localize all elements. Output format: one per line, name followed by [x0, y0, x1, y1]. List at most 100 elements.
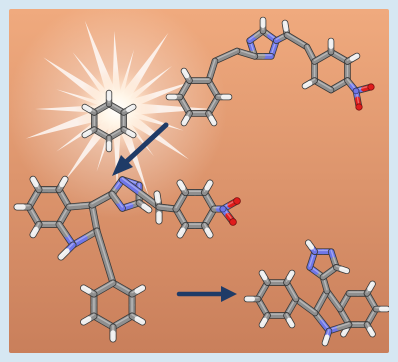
indole-product-molecule: [13, 175, 241, 343]
bond: [181, 115, 190, 126]
bond-highlight: [131, 285, 144, 294]
bond: [282, 20, 289, 32]
bond-highlight: [131, 313, 144, 322]
bond: [367, 326, 375, 337]
bond-highlight: [32, 222, 40, 235]
bond: [109, 191, 120, 204]
bond-highlight: [84, 105, 95, 112]
bond-highlight: [138, 200, 150, 210]
bond-highlight: [84, 127, 95, 135]
bond-highlight: [179, 180, 187, 192]
bond: [82, 129, 92, 138]
bond-highlight: [346, 54, 358, 61]
bond: [336, 322, 352, 331]
reaction-arrow-diagonal: [112, 122, 169, 176]
bond: [341, 326, 349, 337]
indole-atoms: [219, 197, 241, 226]
bond: [302, 80, 313, 89]
bond: [119, 177, 144, 197]
bond: [204, 227, 213, 238]
atom: [233, 197, 241, 205]
bond-highlight: [58, 222, 74, 245]
bond: [339, 266, 350, 274]
bond: [80, 316, 92, 325]
bond: [204, 180, 213, 191]
benzene-bonds: [81, 89, 137, 153]
bond-highlight: [111, 191, 124, 208]
benzene-molecule: [81, 89, 137, 153]
precursor-bonds: [165, 16, 375, 127]
precursor-molecule: [165, 16, 375, 127]
bond: [134, 285, 146, 294]
bond-highlight: [366, 281, 374, 293]
bond: [177, 180, 186, 191]
bond-highlight: [366, 322, 374, 334]
bond: [102, 254, 116, 286]
bond: [259, 270, 268, 281]
bond-highlight: [306, 45, 316, 61]
reaction-scheme-canvas: [9, 9, 389, 353]
bond-highlight: [183, 111, 191, 123]
bond: [288, 288, 299, 302]
bond: [177, 227, 186, 238]
bond-highlight: [208, 59, 216, 80]
bond-highlight: [32, 177, 40, 190]
bond: [126, 129, 136, 138]
bond: [141, 203, 152, 213]
arrow-head: [112, 155, 133, 176]
bond: [322, 334, 330, 346]
bond-highlight: [207, 111, 215, 123]
light-burst: [9, 9, 227, 219]
bond: [80, 285, 92, 294]
bond: [134, 316, 146, 325]
bond: [82, 104, 92, 113]
atom: [229, 218, 237, 226]
reaction-scheme-panel: [9, 9, 389, 353]
bond-highlight: [328, 322, 350, 331]
bond: [58, 248, 70, 260]
bond-highlight: [96, 228, 114, 283]
bond-highlight: [82, 285, 95, 294]
bond-highlight: [324, 329, 330, 343]
bond: [59, 176, 68, 188]
bond: [349, 53, 360, 62]
bond: [154, 191, 161, 204]
bond-highlight: [60, 242, 74, 257]
bond-highlight: [214, 49, 238, 61]
bond: [94, 228, 108, 260]
final-product-molecule: [243, 239, 389, 347]
bond: [181, 68, 190, 79]
bond: [320, 269, 333, 280]
bond-highlight: [335, 265, 348, 271]
bond-highlight: [307, 240, 316, 252]
indole-bonds: [13, 175, 241, 343]
bond: [30, 226, 39, 238]
arrow-down-left-icon: [122, 122, 169, 166]
bond: [208, 115, 217, 126]
precursor-atoms: [352, 83, 375, 111]
bond-highlight: [285, 313, 293, 325]
bond-highlight: [346, 78, 357, 91]
atom: [355, 103, 363, 111]
bond: [126, 104, 136, 113]
atom: [219, 205, 227, 213]
bond-highlight: [121, 177, 160, 207]
bond-highlight: [123, 127, 134, 135]
bond-highlight: [261, 271, 269, 282]
bond: [286, 270, 295, 281]
bond-highlight: [304, 78, 316, 86]
bond-highlight: [203, 223, 211, 235]
final-bonds: [243, 239, 389, 347]
bond: [56, 221, 69, 238]
bond-highlight: [285, 271, 293, 282]
bond-highlight: [93, 280, 114, 294]
bond: [259, 317, 268, 328]
bond-highlight: [68, 202, 93, 207]
bond: [367, 281, 375, 292]
atom: [367, 83, 375, 91]
bond-highlight: [203, 180, 211, 192]
atom: [352, 87, 360, 95]
bond-highlight: [330, 249, 338, 267]
bond-highlight: [286, 33, 308, 47]
